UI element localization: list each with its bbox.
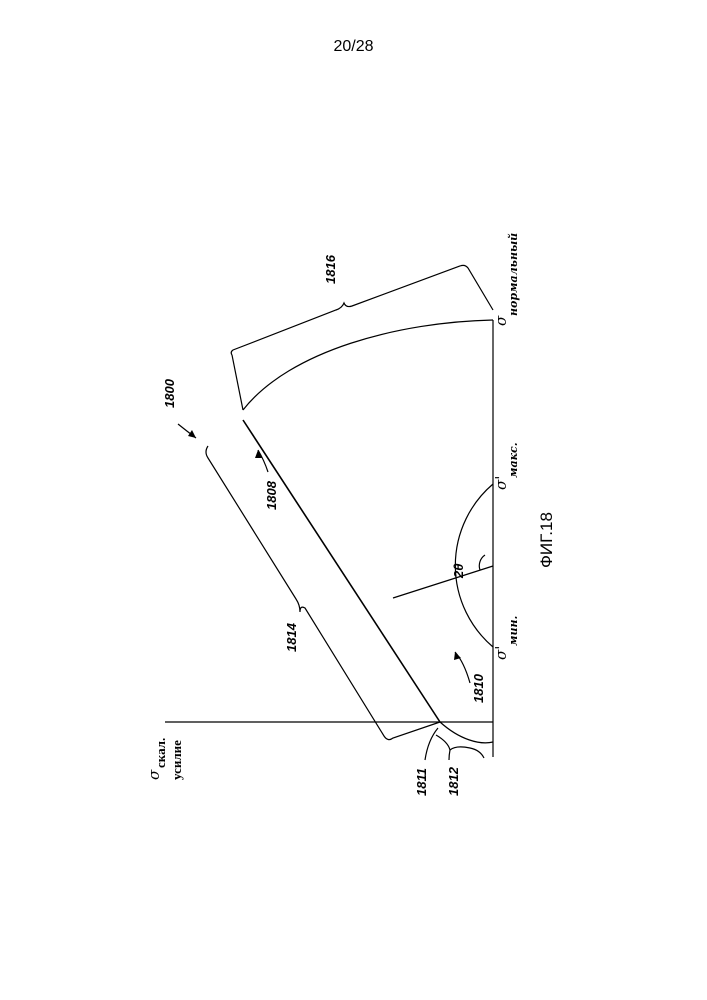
angle-label: 2θ [451,564,466,579]
leader-1800-arrow [188,430,196,438]
shear-axis-symbol: σ [145,769,163,780]
sigma-min-subscript: мин. [507,616,520,646]
figure-caption: ФИГ.18 [537,512,556,568]
bracket-1814 [206,446,440,740]
leader-1811 [425,728,438,760]
ref-1814: 1814 [284,622,299,652]
bracket-1812 [436,735,484,758]
ref-1812: 1812 [446,766,461,796]
ref-1810: 1810 [471,673,486,703]
sigma-min-symbol: σ' [492,646,510,660]
ref-1808: 1808 [264,480,279,510]
normal-axis-subscript: нормальный [507,233,520,316]
shear-axis-word: усилие [169,740,184,780]
ref-1800: 1800 [162,378,177,408]
angle-arc [479,555,485,570]
ref-1816: 1816 [323,254,338,284]
ref-1811: 1811 [414,768,429,796]
sigma-max-subscript: макс. [507,442,520,478]
leader-1812 [449,750,450,760]
radius-line [393,566,493,598]
failure-envelope-line [243,420,440,722]
outer-curve [243,320,493,410]
shear-axis-subscript: скал. [153,738,168,768]
origin-curve [440,722,493,743]
bracket-1816 [231,265,493,410]
